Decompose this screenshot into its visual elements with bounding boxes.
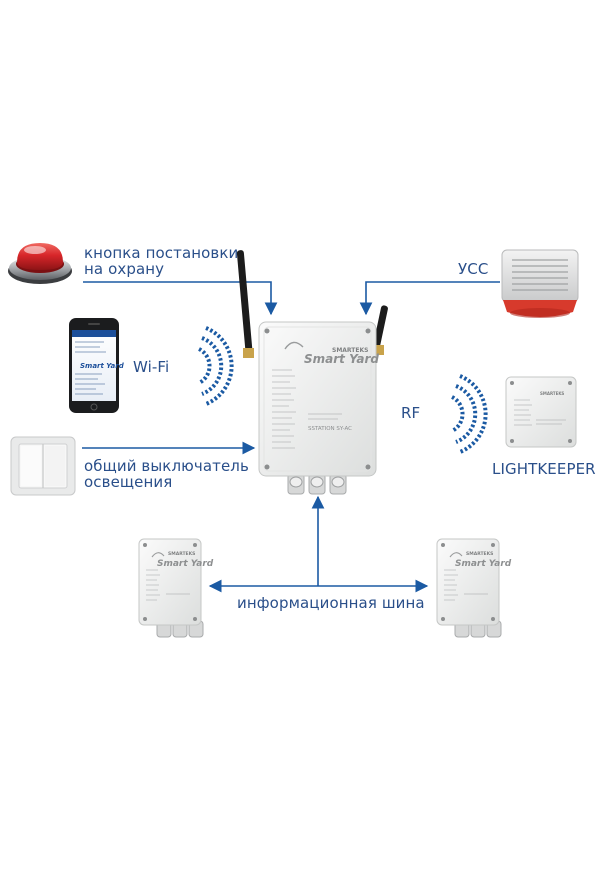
svg-text:Smart Yard: Smart Yard [80, 362, 125, 370]
controller-model-text: SSTATION SY-AC [308, 426, 352, 432]
lightkeeper-label: LIGHTKEEPER [492, 460, 596, 478]
switch-label-line2: освещения [84, 473, 173, 491]
red-push-button-icon [8, 243, 72, 284]
light-switch-icon [10, 436, 76, 496]
smartphone-icon: Smart Yard [69, 318, 125, 413]
arm-button-connector [83, 281, 278, 316]
slave-left-maker-text: SMARTEKS [168, 551, 195, 557]
switch-label-line1: общий выключатель [84, 457, 249, 475]
lightkeeper-device-icon [505, 376, 577, 448]
arm-button-label-line1: кнопка постановки [84, 244, 239, 262]
slave-right-brand-text: Smart Yard [455, 559, 512, 569]
siren-icon [501, 249, 579, 318]
siren-label: УСС [458, 260, 489, 278]
rf-waves-icon [450, 374, 488, 454]
wifi-label: Wi-Fi [133, 358, 170, 376]
rf-label: RF [401, 404, 421, 422]
lightkeeper-maker-text: SMARTEKS [540, 391, 564, 396]
antenna-icon [236, 250, 388, 358]
connector-lines [82, 281, 500, 593]
bus-label: информационная шина [237, 594, 425, 612]
controller-maker-text: SMARTEKS [332, 347, 368, 354]
slave-left-brand-text: Smart Yard [157, 559, 214, 569]
controller-box-icon [236, 250, 388, 495]
arm-button-label-line2: на охрану [84, 260, 165, 278]
siren-connector [359, 281, 500, 316]
slave-right-maker-text: SMARTEKS [466, 551, 493, 557]
slave-module-left-icon [138, 538, 204, 638]
slave-module-right-icon [436, 538, 502, 638]
wifi-waves-icon [197, 326, 234, 406]
controller-brand-text: Smart Yard [304, 352, 379, 366]
